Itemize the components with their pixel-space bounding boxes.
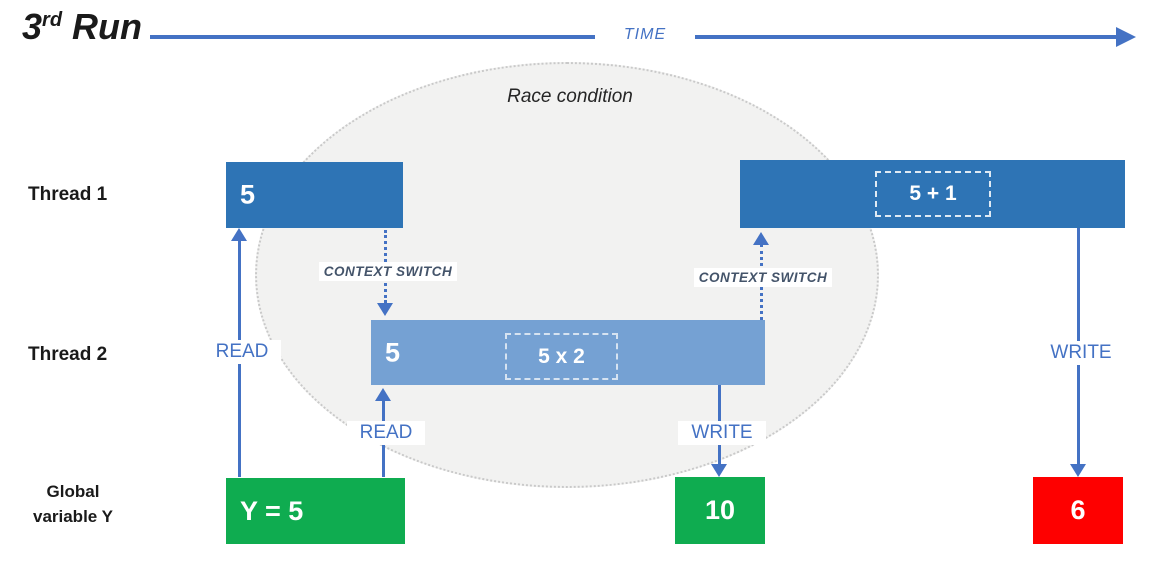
title-word: Run <box>62 6 143 47</box>
context-switch1-arrowhead-icon <box>377 303 393 316</box>
thread1-operation-box: 5 + 1 <box>875 171 991 217</box>
thread2-slice: 5 5 x 2 <box>371 320 765 385</box>
page-title: 3rd Run <box>22 6 142 48</box>
title-number: 3 <box>22 6 43 47</box>
global-value-final: 6 <box>1070 495 1086 525</box>
thread2-row-label: Thread 2 <box>28 344 108 365</box>
write-thread1-arrowhead-icon <box>1070 464 1086 477</box>
write-thread2-arrowhead-icon <box>711 464 727 477</box>
global-value-intermediate: 10 <box>704 495 736 525</box>
write-thread1-label: WRITE <box>1037 341 1125 365</box>
thread1-row-label: Thread 1 <box>28 184 108 205</box>
thread1-second-slice: 5 + 1 <box>740 160 1125 228</box>
thread1-first-slice: 5 <box>226 162 403 228</box>
read-long-arrowhead-icon <box>231 228 247 241</box>
context-switch1-label: CONTEXT SWITCH <box>319 262 457 281</box>
thread2-operation-box: 5 x 2 <box>505 333 618 380</box>
context-switch2-label: CONTEXT SWITCH <box>694 268 832 287</box>
read-short-label: READ <box>347 421 425 445</box>
thread2-slice-value: 5 <box>385 337 401 367</box>
thread1-first-slice-value: 5 <box>240 179 256 210</box>
title-ordinal: rd <box>42 9 63 31</box>
global-value-intermediate-box: 10 <box>675 477 765 544</box>
global-variable-label-line1: Global <box>46 482 100 501</box>
write-thread2-label: WRITE <box>678 421 766 445</box>
time-axis-arrowhead-icon <box>1116 27 1136 47</box>
context-switch2-arrowhead-icon <box>753 232 769 245</box>
global-value-final-box: 6 <box>1033 477 1123 544</box>
global-variable-row-label: Global variable Y <box>10 480 136 529</box>
global-variable-label-line2: variable Y <box>32 506 114 526</box>
race-condition-label: Race condition <box>507 86 633 107</box>
read-long-label: READ <box>203 340 281 364</box>
read-short-arrowhead-icon <box>375 388 391 401</box>
time-axis-label: TIME <box>595 26 695 44</box>
global-value-initial: Y = 5 <box>240 495 304 526</box>
global-value-initial-box: Y = 5 <box>226 478 405 544</box>
